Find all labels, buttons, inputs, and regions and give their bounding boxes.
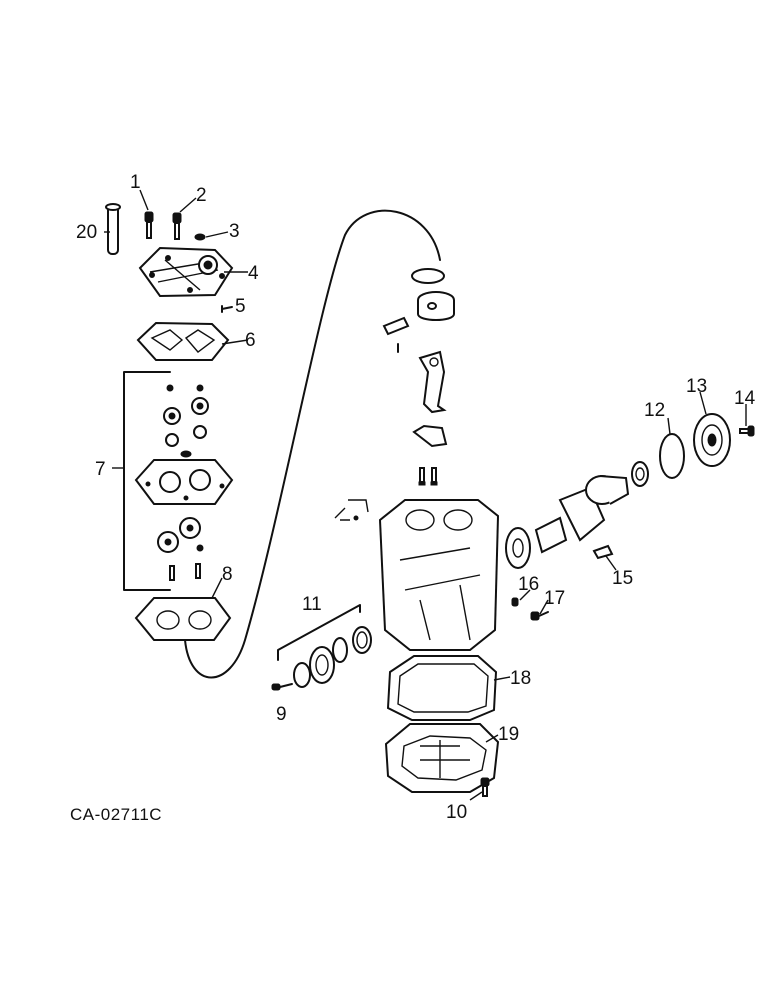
part-3-plug <box>194 233 206 241</box>
callout-10: 10 <box>446 802 467 823</box>
callout-2: 2 <box>196 185 207 206</box>
part-9-bolt <box>271 683 293 691</box>
callout-7: 7 <box>95 459 106 480</box>
callout-1: 1 <box>130 172 141 193</box>
callout-8: 8 <box>222 564 233 585</box>
piston <box>417 291 455 321</box>
part-5-pin <box>221 305 233 313</box>
callout-3: 3 <box>229 221 240 242</box>
part-11-bracket <box>277 604 361 661</box>
part-7-valve-plate <box>134 459 234 505</box>
rod-cap <box>412 424 448 448</box>
part-20-pin <box>105 203 121 255</box>
callout-11: 11 <box>302 594 322 615</box>
part-8-gasket <box>134 597 232 641</box>
part-19-bottom-cover <box>384 723 500 793</box>
callout-17: 17 <box>544 588 565 609</box>
callout-5: 5 <box>235 296 246 317</box>
callout-12: 12 <box>644 400 665 421</box>
callout-9: 9 <box>276 704 287 725</box>
drawing-code: CA-02711C <box>70 805 162 824</box>
callout-14: 14 <box>734 388 756 409</box>
assembly-path-curve <box>184 209 441 679</box>
part-18-gasket <box>386 655 498 721</box>
callout-4: 4 <box>248 263 259 284</box>
rod-bolts <box>418 467 438 486</box>
callout-13: 13 <box>686 376 707 397</box>
piston-ring <box>411 268 445 284</box>
crankcase <box>334 499 500 651</box>
part-4-cylinder-head <box>138 246 234 298</box>
part-15-key <box>592 544 614 560</box>
part-7-reed-valves <box>157 517 204 581</box>
part-16-plug <box>511 597 519 607</box>
piston-pin <box>382 316 410 353</box>
leader-lines <box>104 189 747 801</box>
part-12-o-ring <box>659 433 685 479</box>
part-10-bolt <box>480 777 490 797</box>
crankshaft <box>534 475 630 554</box>
oil-pump-gear <box>505 527 531 569</box>
part-13-seal-plate <box>693 413 731 467</box>
callout-18: 18 <box>510 668 531 689</box>
callout-19: 19 <box>498 724 519 745</box>
part-17-bolt <box>530 611 549 621</box>
part-14-bolt <box>739 425 755 437</box>
part-7-bracket <box>123 371 171 591</box>
main-bearing <box>631 461 649 487</box>
callout-6: 6 <box>245 330 256 351</box>
callout-15: 15 <box>612 568 633 589</box>
part-6-head-gasket <box>136 321 230 361</box>
part-7-valve-stack <box>163 384 209 458</box>
part-11-seal-parts <box>293 626 372 688</box>
part-2-screw <box>172 212 182 240</box>
callout-20: 20 <box>76 222 97 243</box>
part-1-screw <box>144 211 154 239</box>
connecting-rod <box>418 350 447 414</box>
callout-16: 16 <box>518 574 539 595</box>
